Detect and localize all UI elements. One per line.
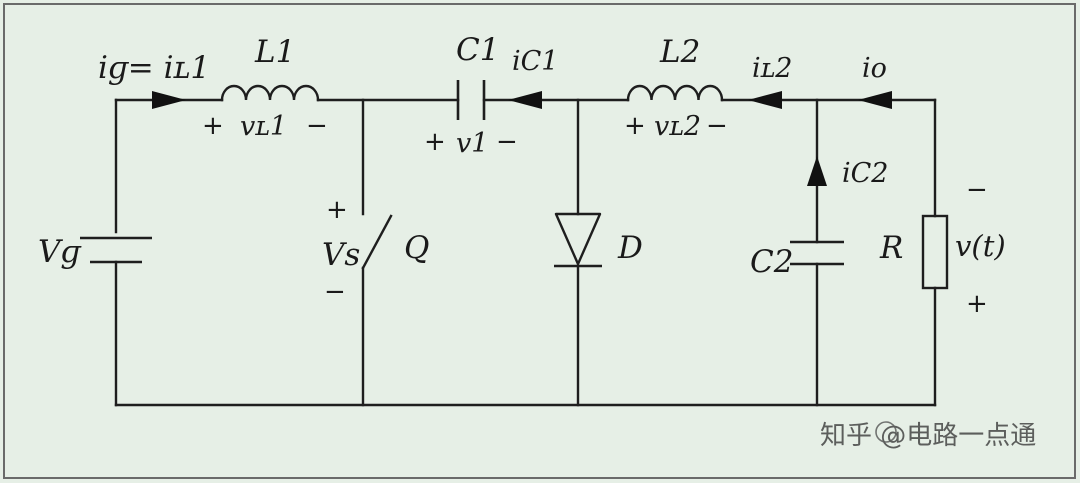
diagram-border bbox=[3, 3, 1076, 479]
watermark-text: 知乎 @电路一点通 bbox=[820, 421, 1036, 451]
label-vt: v(t) bbox=[955, 229, 1006, 263]
label-d: D bbox=[617, 230, 643, 266]
sign-vl1-minus: − bbox=[306, 111, 328, 141]
wires bbox=[114, 98, 937, 407]
inductor-l1 bbox=[220, 84, 320, 102]
resistor-r bbox=[921, 214, 949, 290]
sign-vs-plus: + bbox=[326, 195, 348, 225]
sign-vl1-plus: + bbox=[202, 111, 224, 141]
capacitor-c1 bbox=[456, 80, 486, 120]
capacitor-c2 bbox=[790, 240, 844, 266]
label-l1: L1 bbox=[254, 34, 295, 70]
label-vg: Vɡ bbox=[38, 234, 82, 270]
inductor-l2 bbox=[626, 84, 724, 102]
label-ic2: iC2 bbox=[842, 158, 888, 189]
sign-vt-plus: + bbox=[966, 289, 988, 319]
label-c1: C1 bbox=[456, 32, 499, 68]
sign-v1-minus: − bbox=[496, 127, 518, 157]
watermark: 知乎 @电路一点通 bbox=[820, 421, 1036, 451]
label-vs: Vs bbox=[322, 237, 360, 273]
arrow-io-left bbox=[858, 91, 892, 109]
battery-vg bbox=[80, 236, 152, 264]
sign-vt-minus: − bbox=[966, 175, 988, 205]
arrow-ic2-up bbox=[807, 156, 827, 186]
sign-vs-minus: − bbox=[324, 277, 346, 307]
label-q: Q bbox=[404, 230, 429, 266]
wechat-icon bbox=[875, 421, 897, 443]
label-c2: C2 bbox=[750, 244, 793, 280]
label-v1: v1 bbox=[456, 128, 488, 159]
label-vl1: vʟ1 bbox=[240, 111, 287, 142]
label-io: io bbox=[862, 53, 887, 84]
label-il2: iʟ2 bbox=[752, 53, 792, 84]
label-r: R bbox=[879, 230, 903, 266]
label-ic1: iC1 bbox=[512, 46, 558, 77]
label-ig-il1: iɡ= iʟ1 bbox=[98, 50, 210, 86]
sign-vl2-minus: − bbox=[706, 111, 728, 141]
arrow-ic1-left bbox=[508, 91, 542, 109]
switch-q bbox=[361, 214, 393, 270]
label-l2: L2 bbox=[659, 34, 700, 70]
label-vl2: vʟ2 bbox=[654, 111, 701, 142]
sign-v1-plus: + bbox=[424, 127, 446, 157]
diode-d bbox=[554, 212, 602, 268]
arrow-ig-right bbox=[152, 91, 186, 109]
sign-vl2-plus: + bbox=[624, 111, 646, 141]
arrow-il2-left bbox=[748, 91, 782, 109]
